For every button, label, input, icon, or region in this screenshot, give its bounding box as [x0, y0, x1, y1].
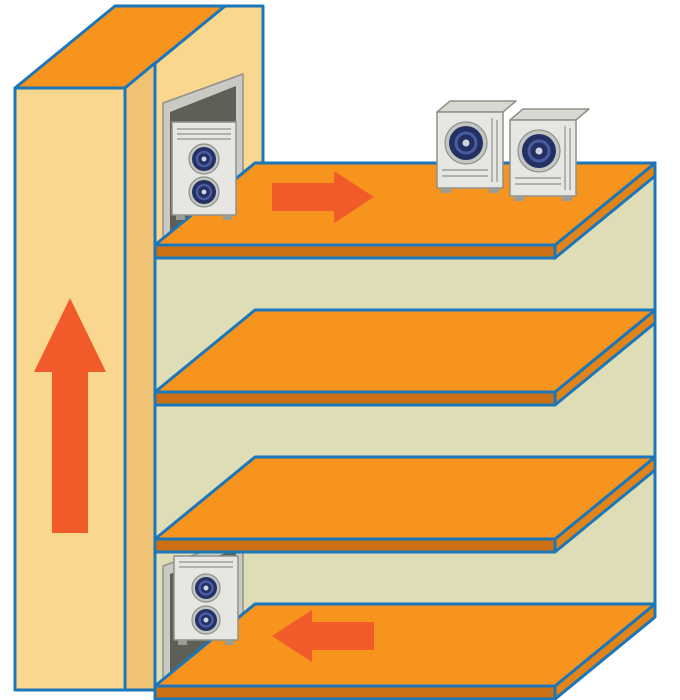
rooftop-ac-unit-left-foot	[489, 188, 499, 193]
niche-ac-unit-top-grille	[177, 128, 231, 140]
niche-ac-unit-bottom	[173, 555, 239, 645]
rooftop-ac-unit-right-fan-hub	[535, 147, 543, 155]
niche-ac-unit-top-foot	[176, 215, 185, 220]
floor-slab-2-top	[153, 308, 657, 394]
niche-ac-unit-bottom-fan1-hub	[203, 585, 209, 591]
rooftop-ac-unit-right-top	[509, 108, 590, 121]
rooftop-ac-unit-right-foot	[562, 196, 572, 201]
floor-slab-1-front	[153, 243, 557, 260]
shaft-side-strip	[123, 61, 157, 692]
rooftop-ac-unit-left-top	[436, 100, 517, 113]
niche-ac-unit-bottom-grille	[179, 561, 233, 568]
rooftop-ac-unit-left-fan-hub	[462, 139, 470, 147]
floor-slab-3-front	[153, 537, 557, 554]
floor-slab-4-front	[153, 684, 557, 700]
rooftop-ac-unit-left-fan-blades	[454, 131, 478, 155]
niche-ac-unit-bottom-fan2-hub	[203, 617, 209, 623]
airflow-left-arrow-icon	[272, 610, 374, 662]
airflow-up-arrow-icon	[34, 298, 106, 533]
rooftop-ac-unit-left-louvers	[442, 118, 498, 182]
rooftop-ac-unit-right-louvers	[515, 126, 571, 190]
niche-ac-unit-bottom-fan1-blades	[198, 580, 214, 596]
floor-slab-3-top	[153, 455, 657, 541]
niche-ac-unit-top-foot	[223, 215, 232, 220]
niche-ac-unit-bottom-foot	[225, 640, 234, 645]
rooftop-ac-unit-right	[509, 108, 590, 201]
niche-ac-unit-top	[171, 121, 237, 220]
niche-ac-unit-top-fan2-hub	[201, 189, 207, 195]
rooftop-ac-unit-right-foot	[514, 196, 524, 201]
floor-slab-2-front	[153, 390, 557, 407]
niche-ac-unit-top-fan1-blades	[195, 150, 213, 168]
niche-ac-unit-bottom-fan2-blades	[198, 612, 214, 628]
airflow-right-arrow-icon	[272, 171, 374, 223]
rooftop-ac-unit-right-fan-blades	[527, 139, 551, 163]
niche-ac-unit-top-fan1-hub	[201, 156, 207, 162]
niche-ac-unit-top-fan2-blades	[195, 183, 213, 201]
niche-ac-unit-bottom-foot	[178, 640, 187, 645]
rooftop-ac-unit-left-foot	[441, 188, 451, 193]
rooftop-ac-unit-left	[436, 100, 517, 193]
